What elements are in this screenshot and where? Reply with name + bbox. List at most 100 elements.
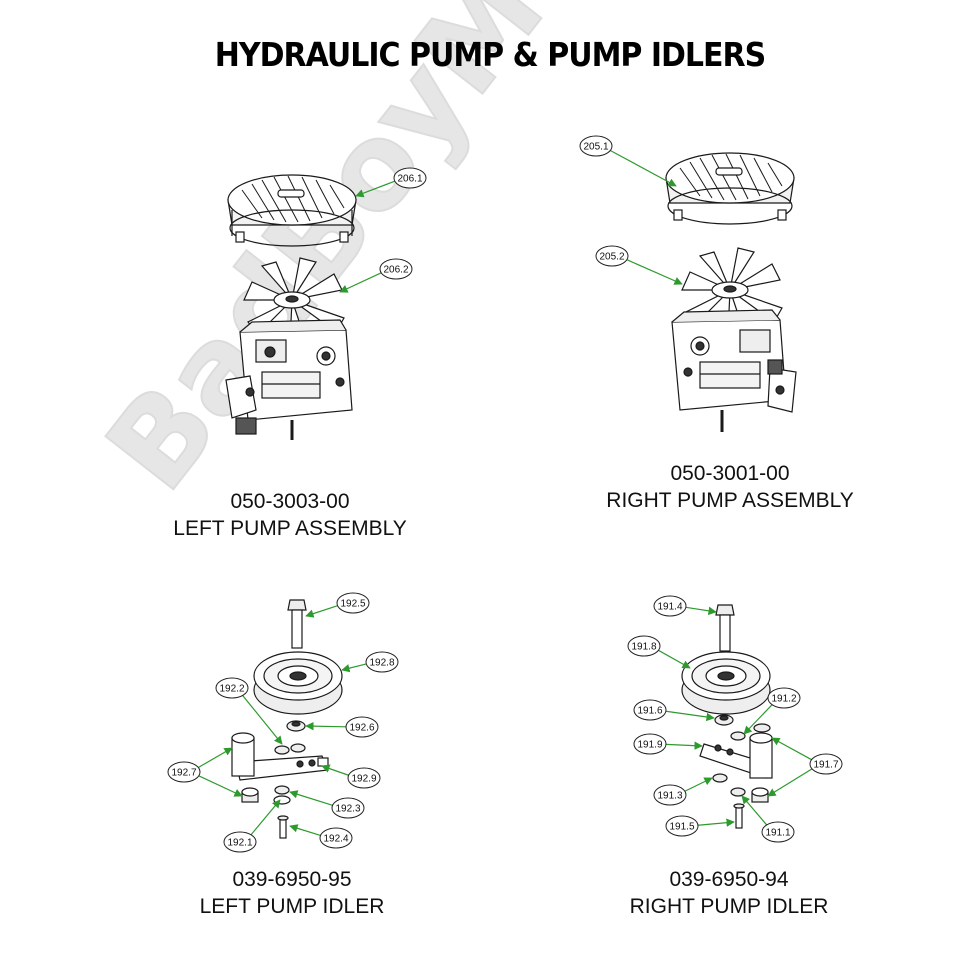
callout-label: 192.5 — [340, 599, 365, 610]
callout-bubble — [393, 167, 427, 189]
callout-label: 192.2 — [219, 684, 244, 695]
callout-bubble — [761, 821, 795, 843]
callout-label: 205.1 — [583, 142, 608, 153]
right-pump-drawing — [665, 152, 797, 432]
right-fan-shroud — [665, 152, 795, 225]
callout-bubble — [633, 699, 667, 721]
leader-line-192-9 — [321, 764, 349, 776]
callout-label: 191.8 — [631, 642, 656, 653]
callout-label: 191.9 — [637, 740, 662, 751]
callout-192-6: 192.6 — [345, 716, 379, 738]
callout-label: 191.4 — [657, 602, 682, 613]
callout-192-5: 192.5 — [336, 592, 370, 614]
left-idler-hardware — [241, 720, 306, 839]
callout-192-4: 192.4 — [319, 827, 353, 849]
leader-line-191-4 — [685, 606, 717, 615]
callout-label: 191.6 — [637, 706, 662, 717]
leader-line-191-1 — [741, 795, 768, 826]
callout-label: 191.2 — [771, 694, 796, 705]
callout-bubble — [336, 592, 370, 614]
callout-label: 192.4 — [323, 834, 348, 845]
leader-line-191-3 — [684, 777, 713, 792]
left-pump-body — [225, 319, 353, 440]
callout-bubble — [665, 815, 699, 837]
leader-line-205-1 — [610, 149, 677, 187]
leader-line-191-7-1 — [767, 768, 813, 797]
leader-line-192-5 — [305, 605, 338, 618]
leader-line-191-8 — [658, 649, 691, 669]
callout-label: 192.1 — [227, 838, 252, 849]
callout-label: 192.6 — [349, 723, 374, 734]
callout-206-2: 206.2 — [379, 258, 413, 280]
leader-line-192-4 — [289, 824, 321, 837]
callout-192-9: 192.9 — [347, 767, 381, 789]
callout-layer: 206.1 206.2 205.1 205.2 192.5 192.8 192.2 192.6… — [167, 135, 843, 853]
left-pump-part-number: 050-3003-00 — [230, 490, 350, 513]
callout-label: 192.8 — [369, 658, 394, 669]
callout-206-1: 206.1 — [393, 167, 427, 189]
left-pump-caption: 050-3003-00 LEFT PUMP ASSEMBLY — [150, 488, 430, 542]
callout-191-6: 191.6 — [633, 699, 667, 721]
callout-192-2: 192.2 — [215, 677, 249, 699]
callout-label: 191.5 — [669, 822, 694, 833]
leader-line-192-6 — [305, 721, 347, 731]
callout-192-3: 192.3 — [331, 797, 365, 819]
right-idler-name: RIGHT PUMP IDLER — [629, 895, 829, 918]
callout-bubble — [633, 733, 667, 755]
leader-line-192-2 — [242, 695, 283, 745]
callout-bubble — [331, 797, 365, 819]
callout-bubble — [653, 595, 687, 617]
leader-line-206-1 — [355, 180, 396, 198]
leader-line-191-5 — [697, 818, 735, 827]
right-pump-body — [671, 309, 797, 432]
leader-line-191-6 — [665, 710, 715, 722]
callout-bubble — [653, 784, 687, 806]
callout-bubble — [767, 687, 801, 709]
leader-line-192-8 — [341, 663, 367, 673]
left-pump-name: LEFT PUMP ASSEMBLY — [173, 517, 407, 540]
callout-205-1: 205.1 — [579, 135, 613, 157]
callout-191-1: 191.1 — [761, 821, 795, 843]
callout-191-4: 191.4 — [653, 595, 687, 617]
left-pump-drawing — [225, 174, 357, 440]
left-idler-bracket — [231, 732, 329, 781]
callout-label: 192.9 — [351, 774, 376, 785]
right-idler-drawing — [681, 604, 773, 829]
callout-bubble — [809, 753, 843, 775]
callout-bubble — [379, 258, 413, 280]
callout-label: 205.2 — [599, 252, 624, 263]
callout-label: 192.3 — [335, 804, 360, 815]
callout-label: 192.7 — [171, 768, 196, 779]
right-pump-caption: 050-3001-00 RIGHT PUMP ASSEMBLY — [590, 460, 870, 514]
callout-bubble — [167, 761, 201, 783]
left-idler-bolt — [287, 599, 307, 649]
callout-bubble — [627, 635, 661, 657]
callout-191-7: 191.7 — [809, 753, 843, 775]
callout-bubble — [347, 767, 381, 789]
leader-line-192-7-0 — [198, 747, 233, 769]
callout-bubble — [223, 831, 257, 853]
callout-192-8: 192.8 — [365, 651, 399, 673]
callout-205-2: 205.2 — [595, 245, 629, 267]
callout-label: 206.2 — [383, 265, 408, 276]
callout-191-8: 191.8 — [627, 635, 661, 657]
left-idler-caption: 039-6950-95 LEFT PUMP IDLER — [152, 866, 432, 920]
callout-label: 191.7 — [813, 760, 838, 771]
right-pump-part-number: 050-3001-00 — [670, 462, 790, 485]
leader-line-206-2 — [339, 272, 382, 293]
callout-bubble — [595, 245, 629, 267]
page-title: HYDRAULIC PUMP & PUMP IDLERS — [214, 36, 766, 75]
left-idler-pulley — [253, 651, 343, 715]
left-fan-shroud — [227, 174, 357, 247]
callout-191-2: 191.2 — [767, 687, 801, 709]
callout-label: 191.3 — [657, 791, 682, 802]
left-idler-name: LEFT PUMP IDLER — [199, 895, 385, 918]
callout-191-3: 191.3 — [653, 784, 687, 806]
left-idler-drawing — [231, 599, 343, 839]
callout-192-1: 192.1 — [223, 831, 257, 853]
right-idler-bolt — [715, 604, 735, 652]
callout-191-5: 191.5 — [665, 815, 699, 837]
callout-bubble — [365, 651, 399, 673]
